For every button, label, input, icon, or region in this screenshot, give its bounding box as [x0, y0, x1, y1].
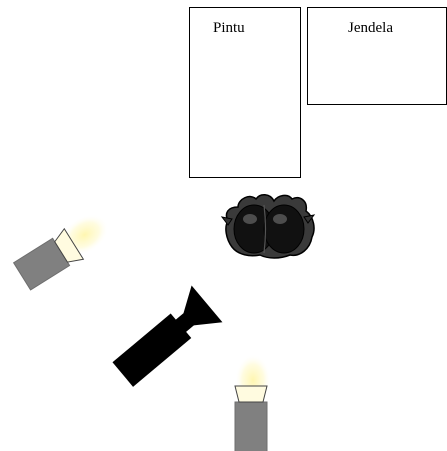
video-camera-icon — [107, 285, 222, 392]
person-top-view-icon — [222, 195, 314, 258]
studio-light-bottom-icon — [235, 354, 271, 451]
studio-light-left-icon — [12, 206, 118, 292]
